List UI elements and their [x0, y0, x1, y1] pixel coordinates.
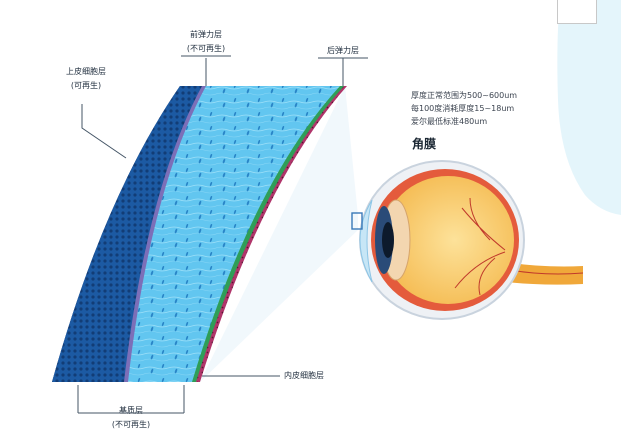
info-line-1: 厚度正常范围为500~600um: [411, 91, 518, 100]
magnification-wedge: [200, 86, 358, 382]
label-stroma-note: (不可再生): [111, 420, 151, 429]
epithelium-layer: [52, 86, 202, 382]
label-epithelium-note: (可再生): [70, 81, 102, 90]
label-epithelium: 上皮细胞层: [66, 67, 106, 76]
label-descemet: 后弹力层: [327, 46, 359, 55]
label-bowman: 前弹力层: [190, 30, 222, 39]
label-endothelium: 内皮细胞层: [284, 371, 324, 380]
background-blob: [557, 0, 621, 215]
broken-image-icon: [557, 0, 597, 24]
label-bowman-note: (不可再生): [186, 44, 226, 53]
leader-lines: [77, 55, 368, 414]
eyeball-illustration: [351, 160, 584, 320]
diagram-title: 角膜: [412, 137, 437, 151]
label-stroma: 基质层: [119, 406, 143, 415]
info-line-3: 爱尔最低标准480um: [411, 117, 488, 126]
info-line-2: 每100度消耗厚度15~18um: [411, 104, 515, 113]
thickness-info: 厚度正常范围为500~600um 每100度消耗厚度15~18um 爱尔最低标准…: [411, 89, 517, 128]
